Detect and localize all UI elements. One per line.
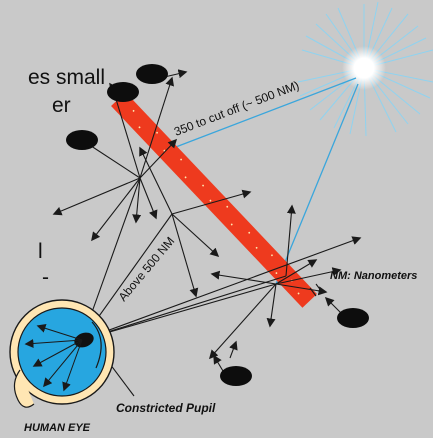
filter-bar (111, 92, 317, 308)
blue-range-label: 350 to cut off (~ 500 NM) (172, 78, 301, 139)
eye-label: HUMAN EYE (24, 422, 91, 434)
body-text-line-3: l (38, 240, 43, 263)
sun-icon (297, 1, 433, 137)
above-label: Above 500 NM (116, 234, 178, 304)
particles (66, 64, 369, 386)
body-text-line-1: es small (28, 66, 106, 89)
pupil-label: Constricted Pupil (116, 401, 216, 415)
eye-icon (9, 299, 115, 408)
nm-definition-label: NM: Nanometers (330, 270, 417, 282)
body-text-line-2: er (52, 94, 71, 117)
body-text-line-4: - (42, 266, 49, 289)
blue-light-rays (166, 77, 359, 285)
